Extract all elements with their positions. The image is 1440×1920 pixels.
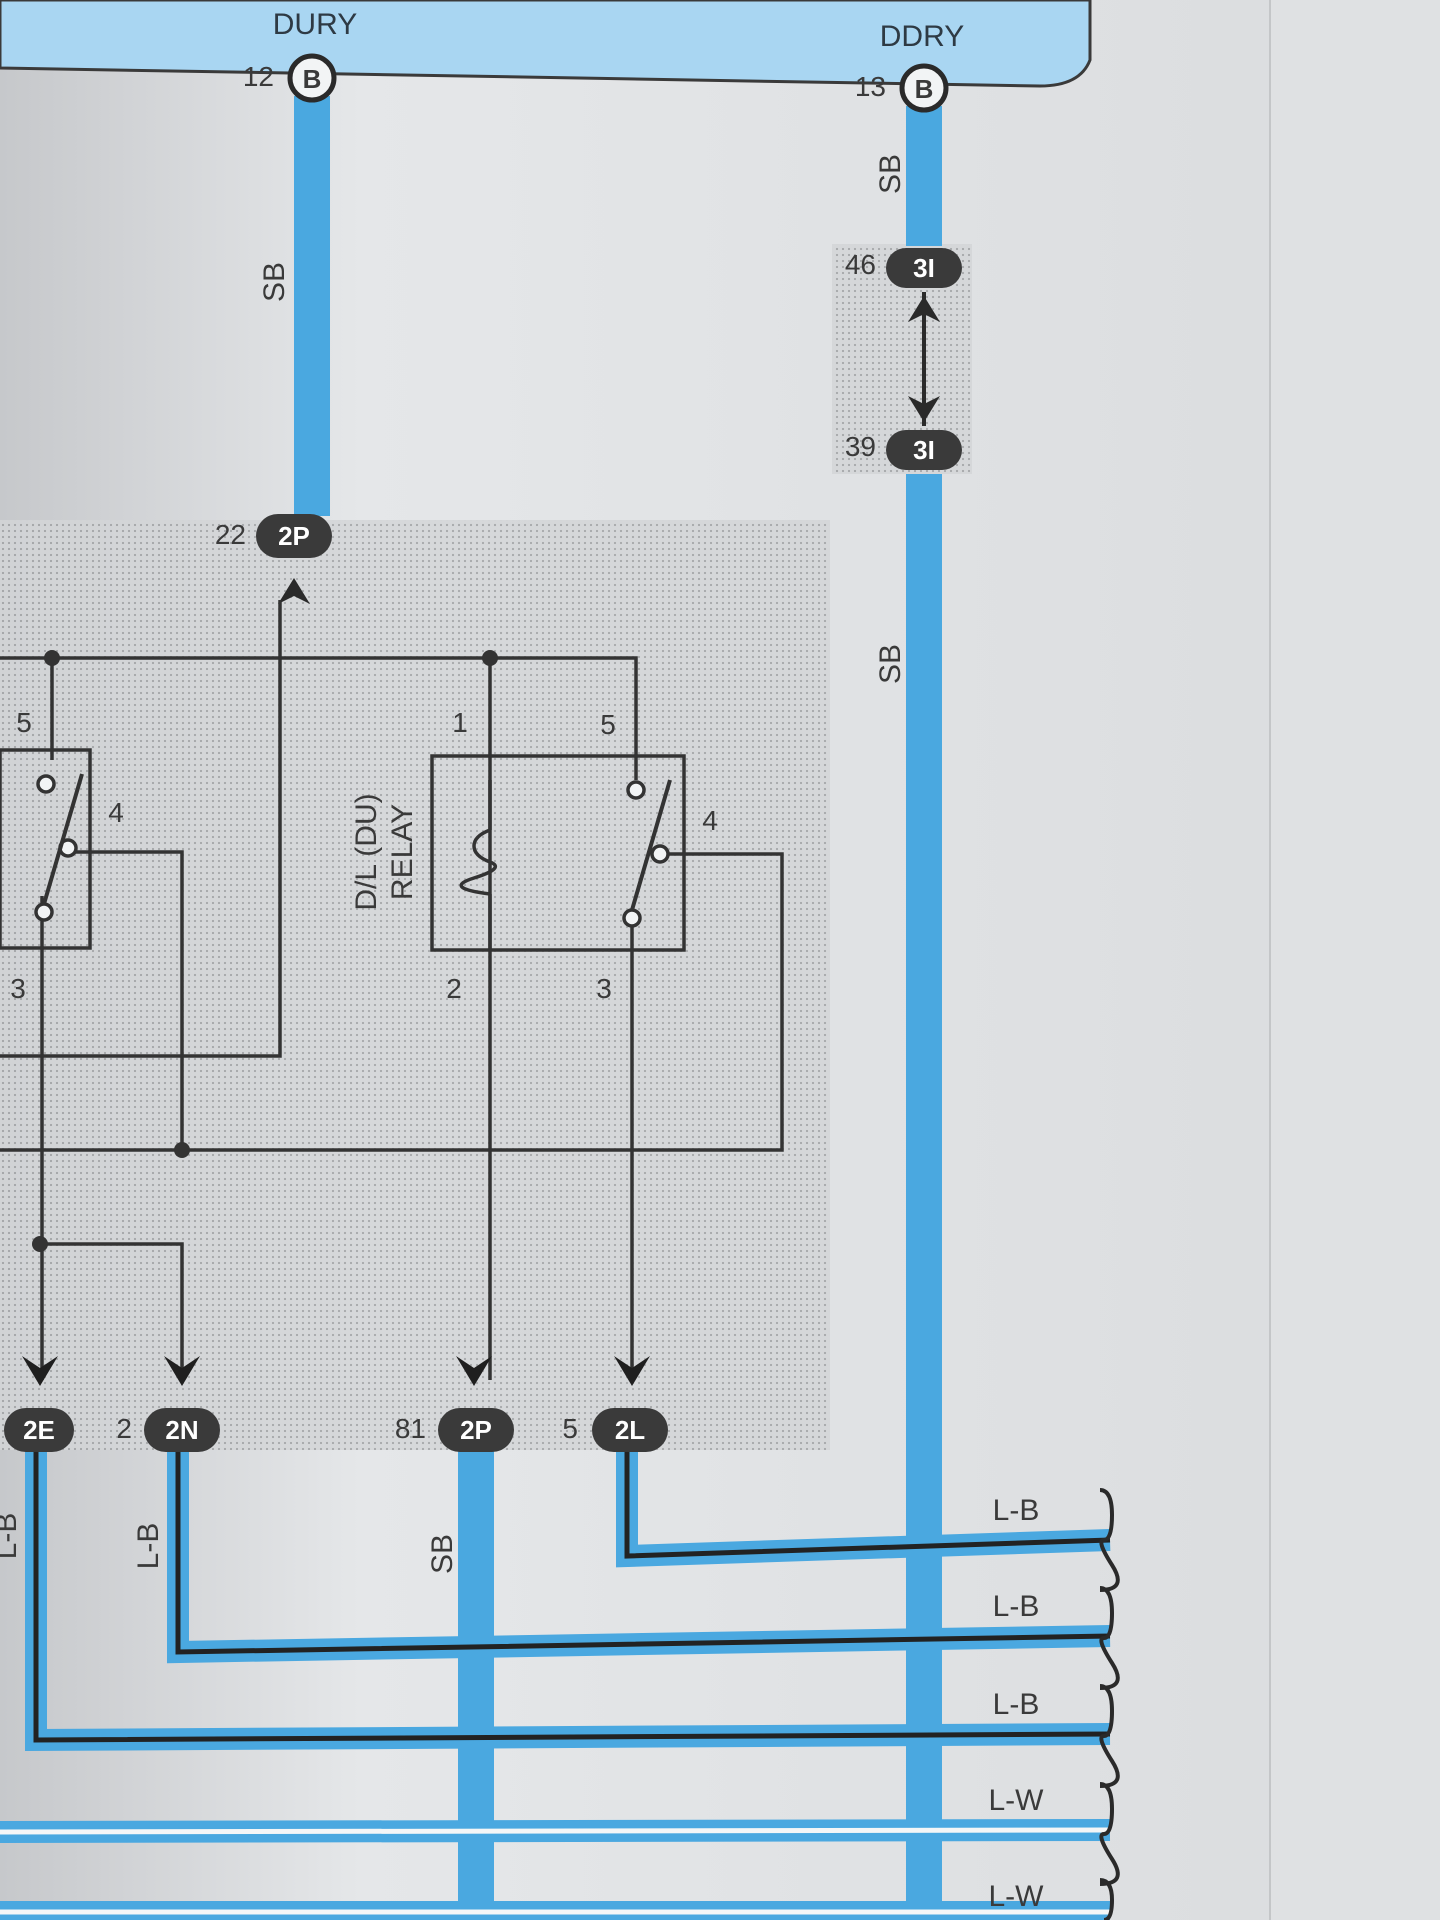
- svg-text:2L: 2L: [615, 1415, 645, 1445]
- connector-2n: 2N: [144, 1408, 220, 1452]
- left-relay-pin-5: 5: [16, 707, 32, 738]
- svg-text:3I: 3I: [913, 253, 935, 283]
- relay-pin-5: 5: [600, 709, 616, 740]
- relay-pin-4: 4: [702, 805, 718, 836]
- wire-2l-lb: [616, 1450, 1111, 1568]
- svg-text:2N: 2N: [165, 1415, 198, 1445]
- connector-2p-bottom: 2P: [438, 1408, 514, 1452]
- svg-text:3I: 3I: [913, 435, 935, 465]
- wire-ddry-sb-lower: [906, 474, 942, 1920]
- svg-text:B: B: [915, 74, 934, 104]
- header-band: [0, 0, 1092, 88]
- left-2n-wire-label: L-B: [132, 1523, 165, 1570]
- junction-3i-link-arrow: [908, 292, 940, 426]
- svg-text:B: B: [303, 64, 322, 94]
- svg-text:2E: 2E: [23, 1415, 55, 1445]
- bundle-label-4: L-W: [989, 1784, 1045, 1817]
- bundle-label-5: L-W: [989, 1880, 1045, 1913]
- connector-2p-bottom-pin: 81: [395, 1413, 426, 1444]
- junction-3i-lower-pin: 39: [845, 431, 876, 462]
- circuit-lines: [0, 600, 784, 1380]
- wire-ddry-sb-upper: [906, 106, 942, 246]
- relay-pin-3: 3: [596, 973, 612, 1004]
- relay-switch-icon: [622, 779, 672, 928]
- wire-2p-sb: [458, 1450, 494, 1920]
- left-relay-pin-3: 3: [10, 973, 26, 1004]
- connector-ddry-b: B: [899, 63, 949, 113]
- bundle-label-2: L-B: [993, 1590, 1040, 1623]
- junction-dots: [32, 650, 498, 1252]
- bottom-2p-wire-label: SB: [426, 1534, 459, 1574]
- wire-dury-sb: [294, 96, 330, 516]
- bundle-label-3: L-B: [993, 1688, 1040, 1721]
- left-relay-pin-4: 4: [108, 797, 124, 828]
- dury-header-label: DURY: [273, 8, 357, 41]
- junction-3i-lower: 3I: [886, 430, 962, 470]
- wire-2n-lb: [167, 1450, 1111, 1664]
- wire-lw-1: [0, 1819, 1111, 1843]
- ddry-wire-label-lower: SB: [874, 644, 907, 684]
- junction-block-area: [0, 520, 830, 1450]
- svg-text:2P: 2P: [460, 1415, 492, 1445]
- ddry-pin-number: 13: [855, 71, 886, 102]
- left-relay-switch-icon: [34, 773, 84, 922]
- connector-2n-pin: 2: [116, 1413, 132, 1444]
- junction-3i-upper: 3I: [886, 248, 962, 288]
- connector-2p-top: 2P: [256, 514, 332, 558]
- relay-pin-1: 1: [452, 707, 468, 738]
- relay-name-line2: RELAY: [386, 804, 419, 900]
- connector-2l: 2L: [592, 1408, 668, 1452]
- wire-2e-lb: [25, 1450, 1111, 1752]
- page-margin: [1270, 0, 1440, 1920]
- relay-pin-2: 2: [446, 973, 462, 1004]
- connector-2l-pin: 5: [562, 1413, 578, 1444]
- bottom-connector-arrows: [22, 1356, 650, 1386]
- svg-text:2P: 2P: [278, 521, 310, 551]
- relay-coil-icon: [459, 780, 497, 950]
- bundle-braces: [1099, 1488, 1120, 1920]
- connector-2e: 2E: [4, 1408, 74, 1452]
- ddry-header-label: DDRY: [880, 20, 964, 53]
- junction-3i-upper-pin: 46: [845, 249, 876, 280]
- connector-dury-b: B: [287, 53, 337, 103]
- ddry-wire-label-upper: SB: [874, 154, 907, 194]
- arrow-into-2p-top: [278, 578, 310, 604]
- dury-wire-label: SB: [258, 262, 291, 302]
- connector-2p-top-pin: 22: [215, 519, 246, 550]
- bundle-label-1: L-B: [993, 1494, 1040, 1527]
- dury-pin-number: 12: [243, 61, 274, 92]
- relay-name-line1: D/L (DU): [350, 793, 383, 910]
- left-2e-wire-label: L-B: [0, 1513, 23, 1560]
